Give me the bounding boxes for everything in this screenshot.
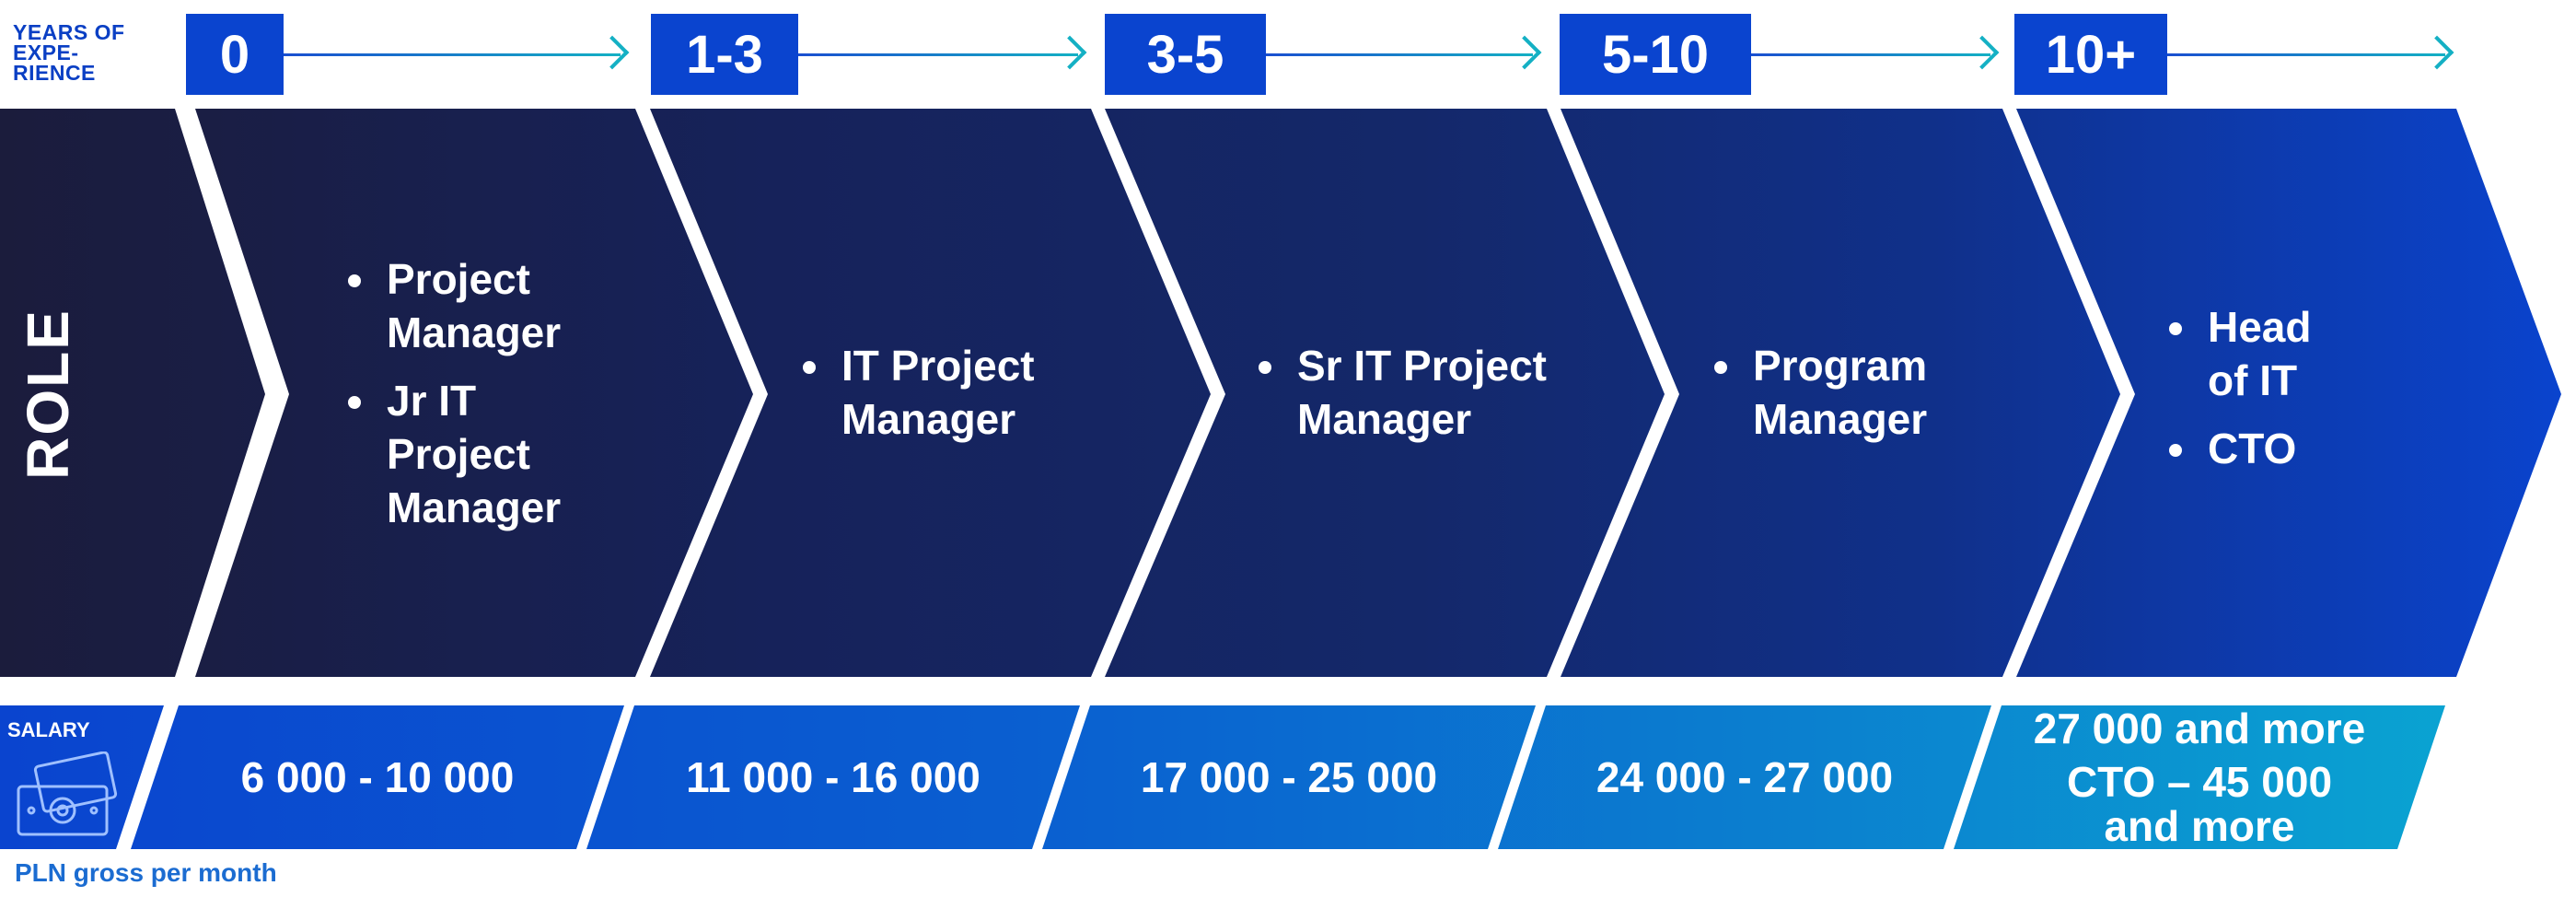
years-range-1: 1-3 bbox=[651, 14, 798, 95]
role-list-0: Project Manager Jr IT Project Manager bbox=[342, 252, 619, 549]
role-chevron-3 bbox=[1561, 109, 2120, 677]
salary-line: 17 000 - 25 000 bbox=[1140, 753, 1438, 801]
salary-value-4: 27 000 and more CTO – 45 000 and more bbox=[1978, 705, 2421, 849]
years-range-0: 0 bbox=[186, 14, 284, 95]
salary-line: 24 000 - 27 000 bbox=[1595, 753, 1894, 801]
salary-line: CTO – 45 000 and more bbox=[2066, 758, 2333, 850]
role-item: Project Manager bbox=[342, 252, 619, 359]
timeline-arrow-line bbox=[798, 53, 1078, 56]
timeline-arrow-line bbox=[1266, 53, 1533, 56]
role-chevron-1 bbox=[650, 109, 1211, 677]
salary-label-band bbox=[0, 705, 164, 849]
years-label-line: EXPE- bbox=[13, 41, 79, 64]
salary-label: SALARY bbox=[7, 718, 90, 741]
salary-band-0 bbox=[131, 705, 624, 849]
role-list-4: Head of IT CTO bbox=[2164, 300, 2348, 490]
years-label-line: RIENCE bbox=[13, 61, 96, 85]
salary-value-2: 17 000 - 25 000 bbox=[1066, 705, 1512, 849]
role-item: Sr IT Project Manager bbox=[1253, 339, 1557, 446]
years-range-3: 5-10 bbox=[1560, 14, 1751, 95]
years-label-line: YEARS OF bbox=[13, 20, 125, 44]
role-label: ROLE bbox=[15, 309, 81, 480]
salary-value-1: 11 000 - 16 000 bbox=[610, 705, 1056, 849]
salary-band-3 bbox=[1498, 705, 1991, 849]
years-range-4: 10+ bbox=[2014, 14, 2167, 95]
role-chevron-2 bbox=[1105, 109, 1665, 677]
timeline-arrow-line bbox=[2167, 53, 2445, 56]
role-list-2: Sr IT Project Manager bbox=[1253, 339, 1557, 460]
role-item: Jr IT Project Manager bbox=[342, 374, 619, 534]
timeline-arrow-line bbox=[284, 53, 621, 56]
salary-value-0: 6 000 - 10 000 bbox=[155, 705, 600, 849]
salary-line: 27 000 and more bbox=[2033, 705, 2366, 752]
role-item: Head of IT bbox=[2164, 300, 2348, 407]
role-item: Program Manager bbox=[1709, 339, 1967, 446]
role-item: CTO bbox=[2164, 422, 2348, 475]
years-of-experience-label: YEARS OF EXPE- RIENCE bbox=[13, 20, 169, 85]
salary-value-3: 24 000 - 27 000 bbox=[1522, 705, 1967, 849]
salary-line: 6 000 - 10 000 bbox=[240, 753, 515, 801]
role-chevron-0 bbox=[195, 109, 753, 677]
salary-band-2 bbox=[1042, 705, 1536, 849]
role-list-1: IT Project Manager bbox=[797, 339, 1073, 460]
salary-currency-note: PLN gross per month bbox=[15, 858, 277, 887]
role-item: IT Project Manager bbox=[797, 339, 1073, 446]
years-range-2: 3-5 bbox=[1105, 14, 1266, 95]
salary-band-1 bbox=[586, 705, 1080, 849]
role-chevron-label bbox=[0, 109, 265, 677]
salary-band-4 bbox=[1954, 705, 2445, 849]
timeline-arrow-line bbox=[1751, 53, 1990, 56]
money-icon bbox=[17, 751, 118, 836]
salary-line: 11 000 - 16 000 bbox=[686, 753, 981, 801]
role-list-3: Program Manager bbox=[1709, 339, 1967, 460]
role-chevron-4 bbox=[2016, 109, 2561, 677]
